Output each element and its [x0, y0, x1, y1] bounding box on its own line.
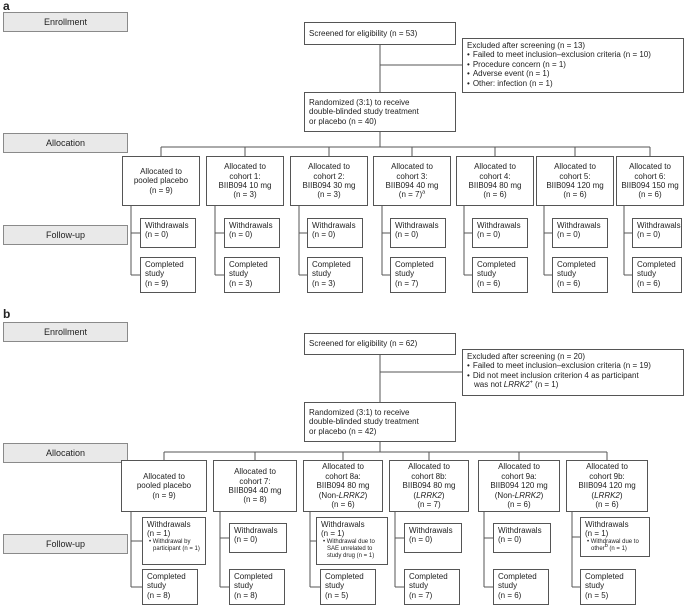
withdrawals-cohort5-a: Withdrawals(n = 0)	[552, 218, 608, 248]
screened-box-a: Screened for eligibility (n = 53)	[304, 22, 456, 45]
withdrawals-cohort1-a: Withdrawals(n = 0)	[224, 218, 280, 248]
withdrawals-placebo-a: Withdrawals(n = 0)	[140, 218, 196, 248]
stage-followup-a: Follow-up	[3, 225, 128, 245]
panel-a-label: a	[3, 0, 10, 13]
withdrawals-cohort3-a: Withdrawals(n = 0)	[390, 218, 446, 248]
stage-enrollment-b: Enrollment	[3, 322, 128, 342]
withdrawals-cohort8b-b: Withdrawals(n = 0)	[404, 523, 462, 553]
withdrawals-cohort9b-b: Withdrawals(n = 1) • Withdrawal due to o…	[580, 517, 650, 557]
randomized-box-a: Randomized (3:1) to receive double-blind…	[304, 92, 456, 132]
withdrawals-cohort6-a: Withdrawals(n = 0)	[632, 218, 682, 248]
withdrawals-cohort7-b: Withdrawals(n = 0)	[229, 523, 287, 553]
excluded-box-a: Excluded after screening (n = 13) •Faile…	[462, 38, 684, 93]
stage-enrollment-a: Enrollment	[3, 12, 128, 32]
excluded-box-b: Excluded after screening (n = 20) •Faile…	[462, 349, 684, 396]
randomized-box-b: Randomized (3:1) to receive double-blind…	[304, 402, 456, 442]
withdrawals-cohort4-a: Withdrawals(n = 0)	[472, 218, 528, 248]
stage-allocation-a: Allocation	[3, 133, 128, 153]
footnote-mark-a: a	[422, 189, 426, 196]
withdrawals-cohort9a-b: Withdrawals(n = 0)	[493, 523, 551, 553]
stage-followup-b: Follow-up	[3, 534, 128, 554]
excluded-title: Excluded after screening (n = 13)	[467, 41, 586, 50]
withdrawals-cohort2-a: Withdrawals(n = 0)	[307, 218, 363, 248]
screened-box-b: Screened for eligibility (n = 62)	[304, 333, 456, 355]
panel-b-label: b	[3, 307, 11, 321]
stage-allocation-b: Allocation	[3, 443, 128, 463]
